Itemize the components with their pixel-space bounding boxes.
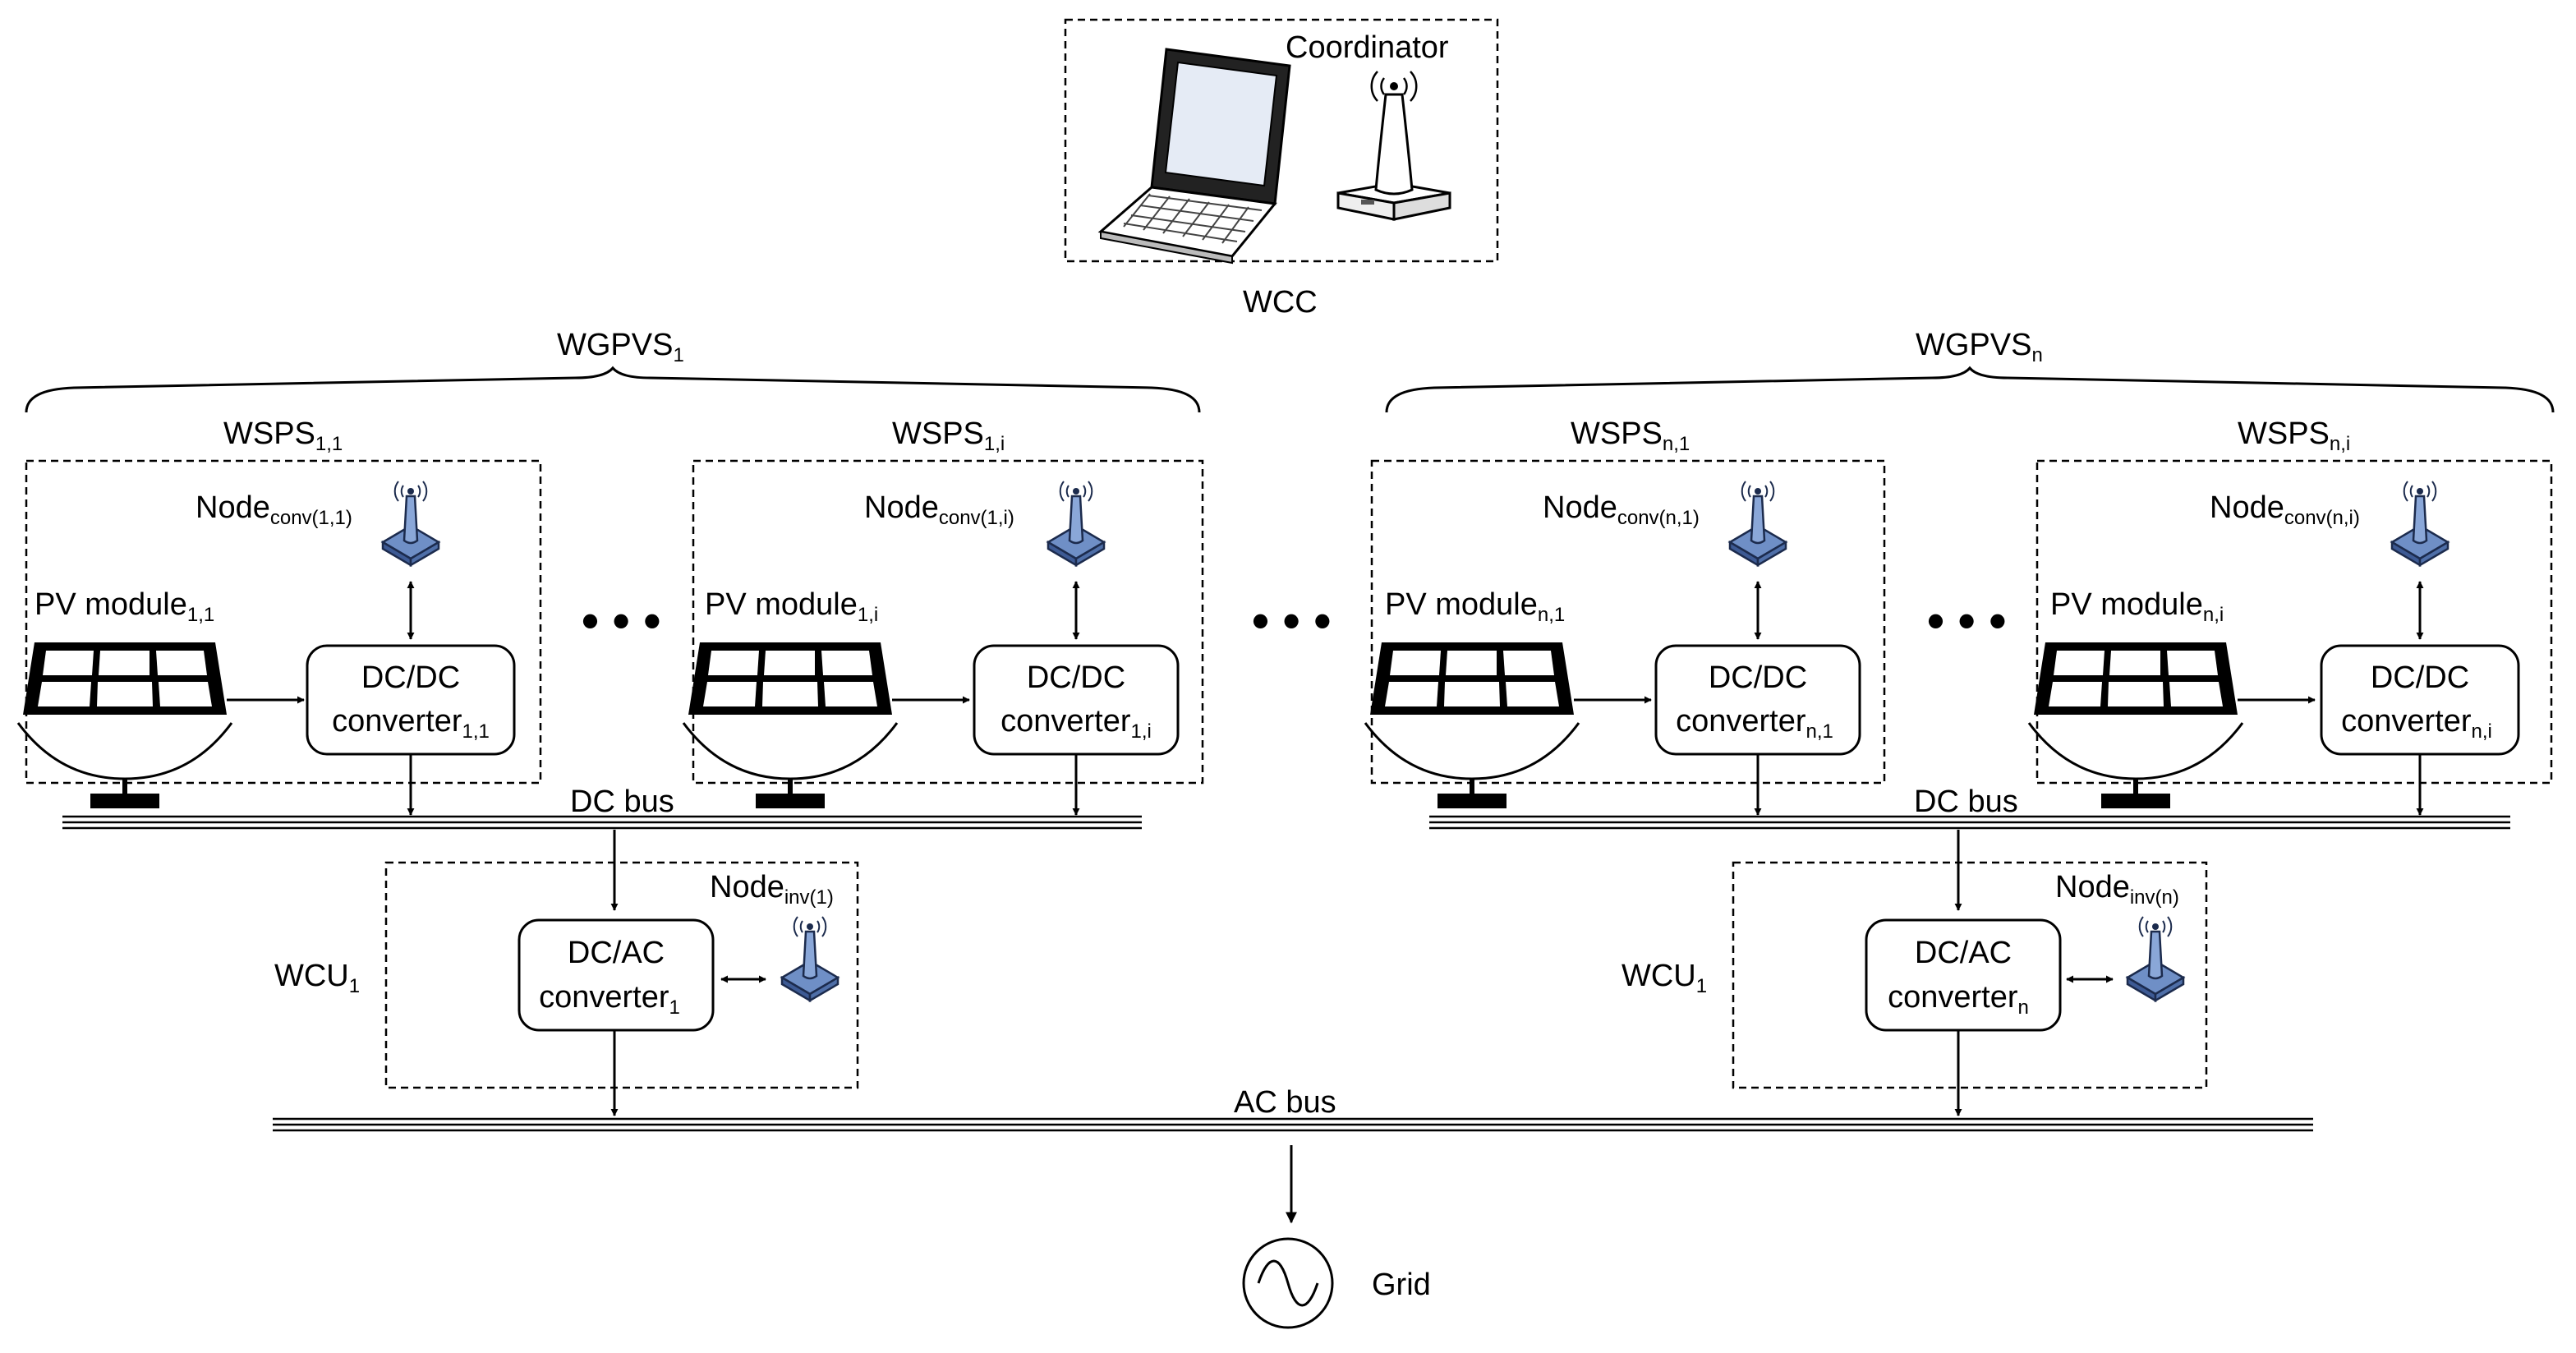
coordinator-box xyxy=(1064,18,1499,263)
wsps-box xyxy=(692,459,1204,785)
wsps-unit-n-i: WSPSn,i Nodeconv(n,i) PV modulen,i DC/DC… xyxy=(2029,416,2553,816)
node-label: Nodeconv(1,1) xyxy=(196,490,352,529)
group-n-label: WGPVSn xyxy=(1916,328,2043,366)
converter-line1: DC/DC xyxy=(2371,660,2469,695)
coordinator-block: Coordinator WCC xyxy=(1064,18,1499,320)
group-1-brace xyxy=(25,366,1201,413)
node-label: Nodeconv(1,i) xyxy=(864,490,1014,529)
pv-label: PV modulen,i xyxy=(2050,587,2224,626)
node-label: Nodeconv(n,i) xyxy=(2210,490,2360,529)
pv-label: PV module1,i xyxy=(705,587,878,626)
converter-line2: convertern,1 xyxy=(1676,704,1833,743)
converter-line2: converter1,i xyxy=(1000,704,1152,743)
wireless-node-icon xyxy=(381,480,440,567)
wsps-label: WSPS1,1 xyxy=(223,416,343,455)
converter-line1: DC/AC xyxy=(568,936,665,970)
converter-line1: DC/DC xyxy=(361,660,460,695)
wireless-node-icon xyxy=(2126,915,2185,1002)
dcac-converter xyxy=(518,918,715,1032)
wcu-box xyxy=(384,861,859,1089)
converter-line2: convertern xyxy=(1888,980,2029,1019)
wsps-label: WSPS1,i xyxy=(892,416,1005,455)
converter-line1: DC/AC xyxy=(1915,936,2012,970)
wsps-box xyxy=(1370,459,1886,785)
dcac-converter xyxy=(1865,918,2062,1032)
inverter-node-label: Nodeinv(1) xyxy=(710,870,834,909)
wireless-node-icon xyxy=(780,915,840,1002)
converter-line2: converter1 xyxy=(539,980,680,1019)
inverter-node-label: Nodeinv(n) xyxy=(2055,870,2179,909)
group-n: WGPVSn WSPSn,1 Nodeconv(n,1) PV modulen,… xyxy=(1365,328,2555,1116)
wcu-unit-1: WCU1 Nodeinv(1) DC/AC converter1 xyxy=(274,830,859,1116)
router-icon xyxy=(1336,71,1451,221)
ellipsis-n: • • • xyxy=(1927,593,2006,648)
ac-source-icon xyxy=(1242,1237,1334,1329)
wcc-label: WCC xyxy=(1243,285,1318,320)
converter-line1: DC/DC xyxy=(1027,660,1125,695)
group-n-brace xyxy=(1385,366,2555,413)
coordinator-title: Coordinator xyxy=(1286,30,1449,65)
wcu-label: WCU1 xyxy=(274,959,360,997)
wireless-node-icon xyxy=(1046,480,1106,567)
dc-bus-label: DC bus xyxy=(570,785,674,819)
wsps-label: WSPSn,i xyxy=(2238,416,2350,455)
pv-label: PV module1,1 xyxy=(34,587,214,626)
wcu-label: WCU1 xyxy=(1622,959,1707,997)
wcu-unit-n: WCU1 Nodeinv(n) DC/AC convertern xyxy=(1622,830,2208,1116)
wireless-node-icon xyxy=(2390,480,2450,567)
ellipsis-1: • • • xyxy=(582,593,660,648)
wsps-unit-1-i: WSPS1,i Nodeconv(1,i) PV module1,i DC/DC… xyxy=(683,416,1204,816)
ac-bus-label: AC bus xyxy=(1234,1085,1336,1120)
wsps-unit-n-1: WSPSn,1 Nodeconv(n,1) PV modulen,1 DC/DC… xyxy=(1365,416,1886,816)
dc-bus-label: DC bus xyxy=(1914,785,2018,819)
group-1-label: WGPVS1 xyxy=(557,328,684,366)
converter-line2: converter1,1 xyxy=(332,704,490,743)
wsps-label: WSPSn,1 xyxy=(1571,416,1690,455)
node-label: Nodeconv(n,1) xyxy=(1543,490,1700,529)
converter-line2: convertern,i xyxy=(2341,704,2492,743)
grid-label: Grid xyxy=(1372,1268,1431,1302)
pv-label: PV modulen,1 xyxy=(1385,587,1565,626)
wireless-node-icon xyxy=(1728,480,1787,567)
wsps-unit-1-1: WSPS1,1 Nodeconv(1,1) PV module1,1 DC/DC… xyxy=(18,416,542,816)
converter-line1: DC/DC xyxy=(1709,660,1807,695)
ellipsis-middle: • • • xyxy=(1252,593,1331,648)
group-1: WGPVS1 WSPS1,1 Nodeconv(1,1) PV module1,… xyxy=(18,328,1204,1116)
wcu-box xyxy=(1732,861,2208,1089)
laptop-icon xyxy=(1097,48,1291,265)
